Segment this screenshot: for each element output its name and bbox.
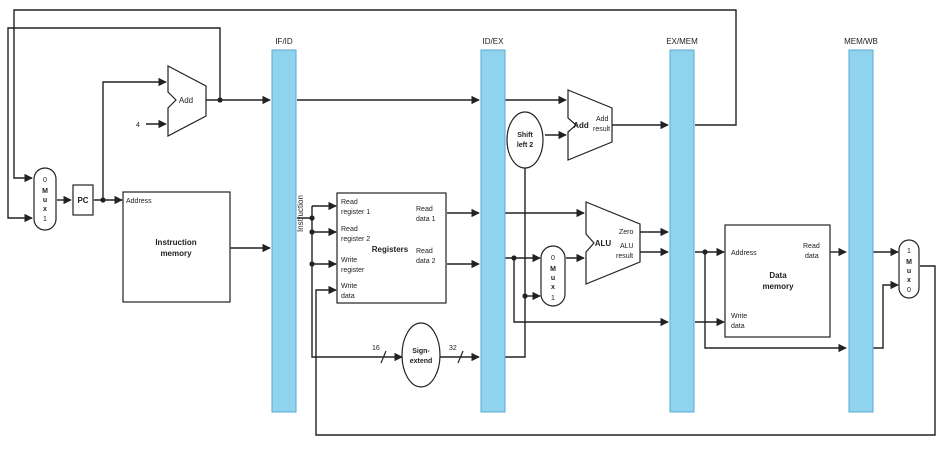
alu-mux-m: M [550, 266, 556, 273]
wb-mux-u: u [907, 268, 911, 275]
alu-mux-u: u [551, 275, 555, 282]
shift-left-1: Shift [517, 132, 533, 139]
if-id-register: IF/ID [271, 37, 297, 413]
sign-extend-unit: Sign- extend [401, 322, 441, 388]
sign-extend-in-bits: 16 [372, 345, 380, 352]
sign-extend-out-bits: 32 [449, 345, 457, 352]
rf-write-data-1: Write [341, 283, 357, 290]
rf-read-reg1-2: register 1 [341, 209, 370, 216]
alu-mux-top: 0 [551, 255, 555, 262]
wb-mux-top: 1 [907, 248, 911, 255]
dmem-read-1: Read [803, 243, 820, 250]
alu-unit: ALU [585, 201, 641, 285]
pc-adder-label: Add [179, 96, 193, 105]
dmem-title-1: Data [769, 271, 787, 280]
alu-src-mux: 0 M u x 1 [540, 245, 566, 307]
if-id-label: IF/ID [275, 37, 293, 46]
mem-wb-label: MEM/WB [844, 37, 878, 46]
alu-label: ALU [595, 239, 612, 248]
data-memory: Address Read data Data memory Write data [724, 224, 831, 338]
pc-mux-u: u [43, 197, 47, 204]
shift-left-2-unit: Shift left 2 [506, 111, 544, 169]
pc-mux-top: 0 [43, 177, 47, 184]
pc-mux-bottom: 1 [43, 216, 47, 223]
rf-read-data1-2: data 1 [416, 216, 436, 223]
shift-left-2: left 2 [517, 142, 533, 149]
branch-adder-label: Add [573, 121, 589, 130]
imem-address-label: Address [126, 198, 152, 205]
alu-result-2: result [616, 253, 633, 260]
rf-title: Registers [372, 245, 409, 254]
pc-register: PC [72, 184, 94, 216]
instruction-memory: Address Instruction memory [122, 191, 231, 303]
wb-mux-m: M [906, 259, 912, 266]
rf-write-reg-1: Write [341, 257, 357, 264]
register-file: Read register 1 Read register 2 Write re… [336, 192, 447, 304]
alu-result-1: ALU [620, 243, 634, 250]
sign-extend-1: Sign- [412, 348, 430, 355]
rf-read-data2-2: data 2 [416, 258, 436, 265]
pc-label: PC [77, 196, 88, 205]
wb-mux-x: x [907, 277, 911, 284]
rf-read-reg1-1: Read [341, 199, 358, 206]
dmem-write-1: Write [731, 313, 747, 320]
rf-read-reg2-1: Read [341, 226, 358, 233]
pc-mux-m: M [42, 188, 48, 195]
ex-mem-label: EX/MEM [666, 37, 698, 46]
instruction-bus-label: Instruction [296, 195, 305, 232]
wires [7, 9, 936, 436]
rf-read-reg2-2: register 2 [341, 236, 370, 243]
imem-title-1: Instruction [155, 238, 196, 247]
rf-write-reg-2: register [341, 267, 365, 274]
branch-adder-result-2: result [593, 126, 610, 133]
pc-mux-x: x [43, 206, 47, 213]
constant-four: 4 [136, 122, 140, 129]
pc-adder: Add [167, 65, 207, 137]
rf-write-data-2: data [341, 293, 355, 300]
dmem-address: Address [731, 250, 757, 257]
rf-read-data2-1: Read [416, 248, 433, 255]
rf-read-data1-1: Read [416, 206, 433, 213]
dmem-write-2: data [731, 323, 745, 330]
mem-wb-register: MEM/WB [844, 37, 878, 413]
imem-title-2: memory [160, 249, 192, 258]
wb-mux-bottom: 0 [907, 287, 911, 294]
branch-adder: Add [567, 89, 613, 161]
alu-mux-bottom: 1 [551, 295, 555, 302]
ex-mem-register: EX/MEM [666, 37, 698, 413]
alu-mux-x: x [551, 284, 555, 291]
alu-zero-label: Zero [619, 229, 634, 236]
sign-extend-2: extend [410, 358, 433, 365]
branch-adder-result-1: Add [596, 116, 609, 123]
id-ex-label: ID/EX [483, 37, 505, 46]
dmem-read-2: data [805, 253, 819, 260]
pc-mux: 0 M u x 1 [33, 167, 57, 231]
writeback-mux: 1 M u x 0 [898, 239, 920, 299]
id-ex-register: ID/EX [480, 37, 506, 413]
dmem-title-2: memory [762, 282, 794, 291]
